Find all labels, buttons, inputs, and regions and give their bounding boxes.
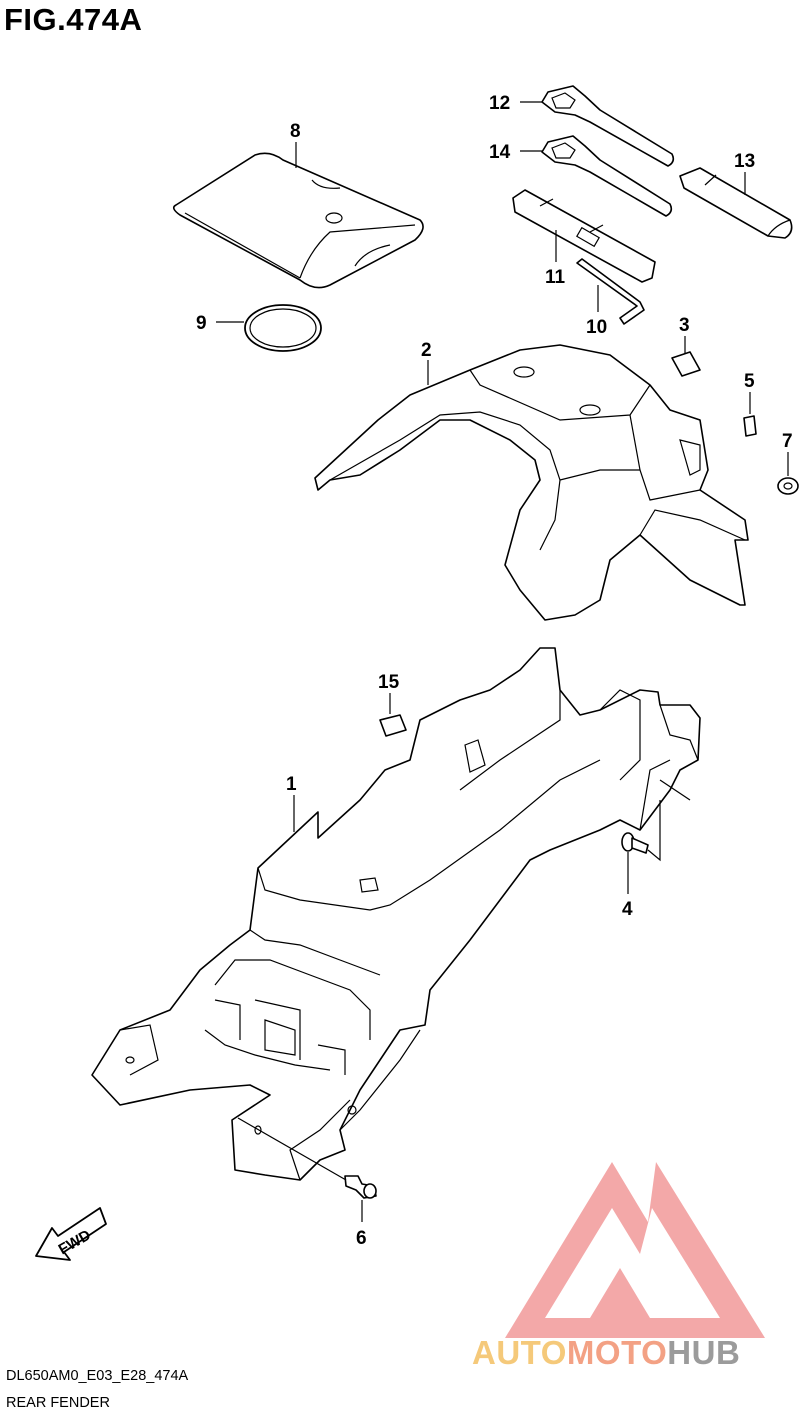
callout-9: 9 xyxy=(196,313,207,334)
callout-labels: 1 2 3 4 5 6 7 8 9 10 11 12 13 14 15 xyxy=(196,93,793,1249)
part-pad-5 xyxy=(743,415,757,437)
callout-14: 14 xyxy=(489,142,511,163)
section-name: REAR FENDER xyxy=(6,1395,110,1411)
callout-5: 5 xyxy=(744,371,755,392)
part-wrench-12 xyxy=(541,85,675,167)
callout-1: 1 xyxy=(286,774,297,795)
callout-15: 15 xyxy=(378,672,400,693)
part-handle-13 xyxy=(679,167,793,239)
leader-lines xyxy=(216,101,789,1222)
callout-3: 3 xyxy=(679,315,690,336)
watermark-logo xyxy=(505,1162,765,1338)
part-pad-15 xyxy=(379,714,407,737)
callout-7: 7 xyxy=(782,431,793,452)
part-pad-3 xyxy=(671,351,701,377)
part-washer-7 xyxy=(777,477,799,495)
part-rear-fender-1 xyxy=(91,647,701,1181)
callout-11: 11 xyxy=(545,267,566,288)
callout-10: 10 xyxy=(586,317,607,338)
watermark-hub: HUB xyxy=(667,1334,741,1371)
fwd-direction-arrow: FWD xyxy=(35,1207,107,1261)
part-fender-cover-2 xyxy=(314,344,749,621)
callout-12: 12 xyxy=(489,93,510,114)
watermark-auto: AUTO xyxy=(472,1334,567,1371)
callout-13: 13 xyxy=(734,151,755,172)
part-o-ring xyxy=(244,304,322,352)
part-tool-bag xyxy=(172,152,424,289)
callout-6: 6 xyxy=(356,1228,367,1249)
part-bolt-6 xyxy=(344,1175,377,1199)
callout-2: 2 xyxy=(421,340,432,361)
callout-4: 4 xyxy=(622,899,633,920)
watermark-moto: MOTO xyxy=(566,1334,668,1371)
part-hex-key-10 xyxy=(576,258,645,325)
model-code: DL650AM0_E03_E28_474A xyxy=(6,1368,189,1384)
figure-title: FIG.474A xyxy=(4,2,143,37)
part-wrench-14 xyxy=(541,135,673,217)
part-clip-4 xyxy=(621,832,649,854)
callout-8: 8 xyxy=(290,121,301,142)
part-plug-wrench-11 xyxy=(512,189,656,283)
watermark-brand: AUTOMOTOHUB xyxy=(472,1334,740,1372)
